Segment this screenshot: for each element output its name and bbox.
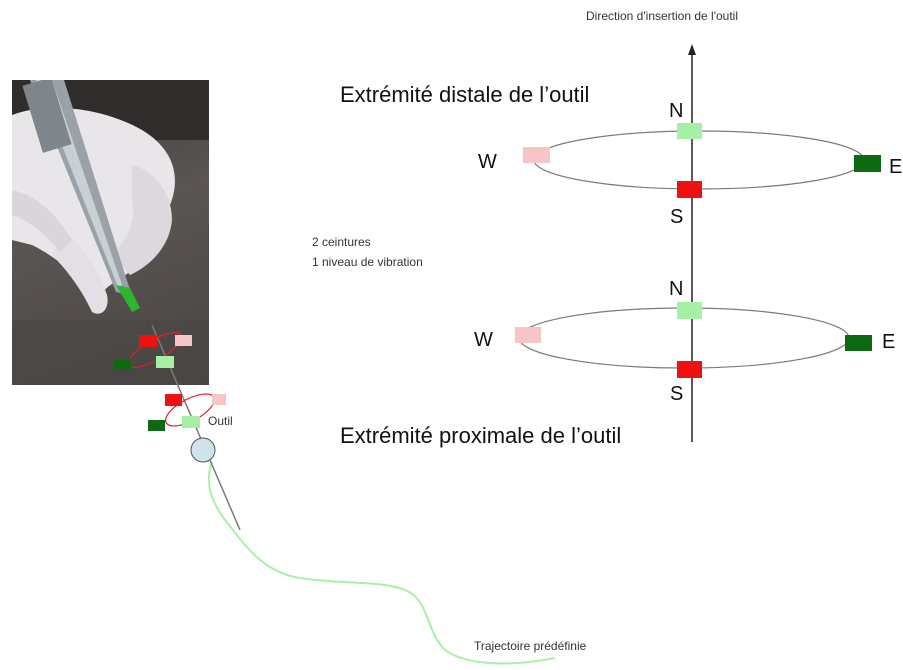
instrument-photo: [12, 80, 209, 385]
proximal-belt-west-marker: [515, 327, 541, 343]
proximal-belt-west-letter: W: [474, 329, 493, 351]
proximal-belt-south-letter: S: [670, 383, 684, 405]
insertion-direction-label: Direction d'insertion de l'outil: [586, 9, 738, 23]
tool-belt-lower-east-marker: [148, 420, 165, 431]
trajectory-curve: [207, 461, 556, 665]
proximal-belt-north-letter: N: [669, 278, 684, 300]
distal-belt-south-letter: S: [670, 206, 684, 228]
tool-belt-lower-west-marker: [212, 394, 226, 405]
distal-belt-east-letter: E: [889, 156, 903, 178]
tool-head-circle: [190, 437, 216, 463]
proximal-end-label: Extrémité proximale de l’outil: [340, 423, 622, 448]
proximal-belt-east-marker: [845, 335, 872, 351]
tool-belt-lower-south-marker: [165, 394, 182, 406]
distal-belt-west-letter: W: [478, 151, 497, 173]
tool-belt-upper-south-marker: [139, 335, 157, 347]
insertion-arrowhead: [688, 44, 696, 55]
tool-belt-upper-north-marker: [156, 356, 174, 368]
tool-label: Outil: [208, 414, 233, 428]
distal-belt-north-marker: [677, 123, 702, 139]
tool-belt-upper-east-marker: [114, 359, 131, 370]
hand-with-instrument-illustration: [12, 80, 209, 385]
distal-belt-east-marker: [854, 155, 881, 172]
distal-end-label: Extrémité distale de l’outil: [340, 82, 590, 107]
info-belt-count: 2 ceintures: [312, 235, 371, 249]
info-vibration-level: 1 niveau de vibration: [312, 255, 423, 269]
proximal-belt-north-marker: [677, 302, 702, 319]
distal-belt-south-marker: [677, 181, 702, 198]
proximal-belt-east-letter: E: [882, 331, 896, 353]
distal-belt-north-letter: N: [669, 100, 684, 122]
trajectory-label: Trajectoire prédéfinie: [474, 639, 587, 653]
tool-belt-upper-west-marker: [175, 335, 192, 346]
proximal-belt-south-marker: [677, 361, 702, 378]
distal-belt-west-marker: [523, 147, 550, 163]
tool-belt-lower-north-marker: [182, 416, 200, 428]
distal-belt-ellipse: [533, 130, 865, 190]
